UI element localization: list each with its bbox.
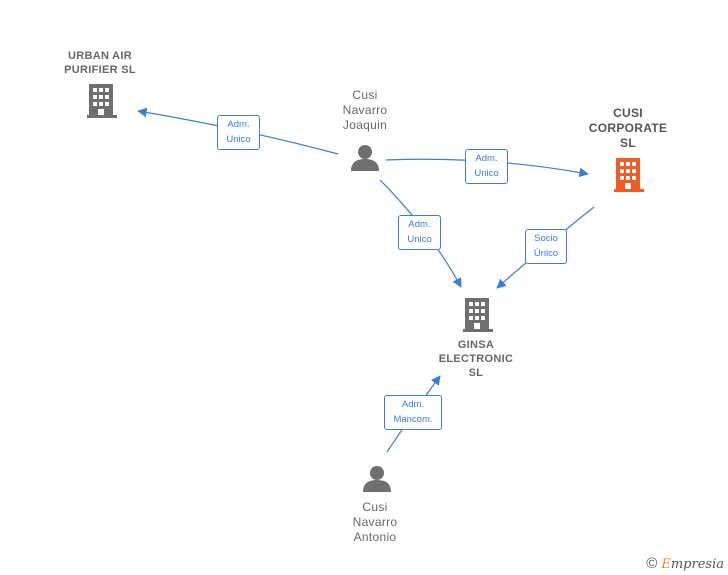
person-icon[interactable] — [363, 466, 391, 492]
building-icon[interactable] — [87, 84, 117, 118]
building-icon[interactable] — [463, 298, 493, 332]
edge-label-joaquin-corporate: Adm. Unico — [465, 149, 508, 184]
node-label-urban-air[interactable]: URBAN AIR PURIFIER SL — [64, 50, 136, 76]
edge-label-corporate-ginsa: Socio Único — [525, 229, 567, 264]
person-icon[interactable] — [351, 145, 379, 171]
node-label-ginsa[interactable]: GINSA ELECTRONIC SL — [438, 339, 514, 379]
brand-name: mpresia — [670, 557, 724, 572]
node-label-cusi-corporate[interactable]: CUSI CORPORATE SL — [588, 106, 668, 150]
edge-label-antonio-ginsa: Adm. Mancom. — [384, 395, 442, 430]
node-label-cusi-joaquin[interactable]: Cusi Navarro Joaquin — [342, 88, 388, 132]
brand-watermark: ©Empresia — [646, 555, 724, 572]
edge-label-joaquin-ginsa: Adm. Unico — [398, 215, 441, 250]
building-icon[interactable] — [614, 158, 644, 192]
brand-initial: E — [661, 557, 671, 572]
copyright-icon: © — [646, 555, 658, 572]
node-label-cusi-antonio[interactable]: Cusi Navarro Antonio — [352, 500, 398, 544]
edge-label-joaquin-urban: Adm. Unico — [217, 115, 260, 150]
